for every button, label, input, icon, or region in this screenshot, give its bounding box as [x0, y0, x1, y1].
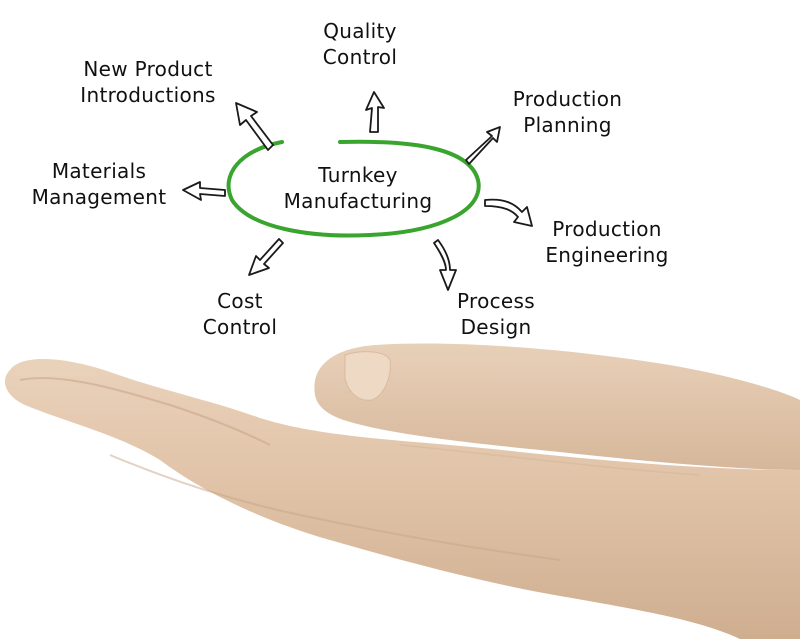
arrow-materials-management-icon — [182, 181, 226, 201]
node-quality-control: Quality Control — [300, 18, 420, 70]
node-label-line2: Engineering — [545, 243, 669, 267]
center-ellipse — [226, 139, 481, 238]
node-label-line2: Control — [202, 315, 278, 339]
node-label-line1: Production — [552, 217, 662, 241]
node-cost-control: Cost Control — [190, 288, 290, 340]
node-label-line1: Materials — [51, 159, 147, 183]
arrow-production-engineering-icon — [484, 198, 533, 227]
node-label-line1: Process — [457, 289, 535, 313]
node-label-line2: Introductions — [80, 83, 216, 107]
arrow-new-product-icon — [235, 102, 274, 151]
node-label-line1: Cost — [217, 289, 263, 313]
node-label-line2: Design — [460, 315, 532, 339]
node-label-line2: Control — [322, 45, 398, 69]
center-label-line2: Manufacturing — [283, 189, 433, 213]
arrow-cost-control-icon — [248, 238, 284, 276]
arrow-process-design-icon — [433, 239, 457, 291]
node-new-product-introductions: New Product Introductions — [60, 56, 236, 108]
node-materials-management: Materials Management — [18, 158, 180, 210]
node-label-line2: Planning — [523, 113, 612, 137]
node-production-planning: Production Planning — [495, 86, 640, 138]
node-label-line1: New Product — [83, 57, 213, 81]
center-label-line1: Turnkey — [318, 163, 398, 187]
arrow-production-planning-icon — [465, 126, 501, 165]
node-label-line2: Management — [31, 185, 167, 209]
node-process-design: Process Design — [443, 288, 549, 340]
center-label: Turnkey Manufacturing — [268, 162, 448, 214]
node-label-line1: Quality — [323, 19, 397, 43]
arrow-quality-control-icon — [365, 91, 385, 133]
node-label-line1: Production — [512, 87, 623, 111]
node-production-engineering: Production Engineering — [532, 216, 682, 268]
